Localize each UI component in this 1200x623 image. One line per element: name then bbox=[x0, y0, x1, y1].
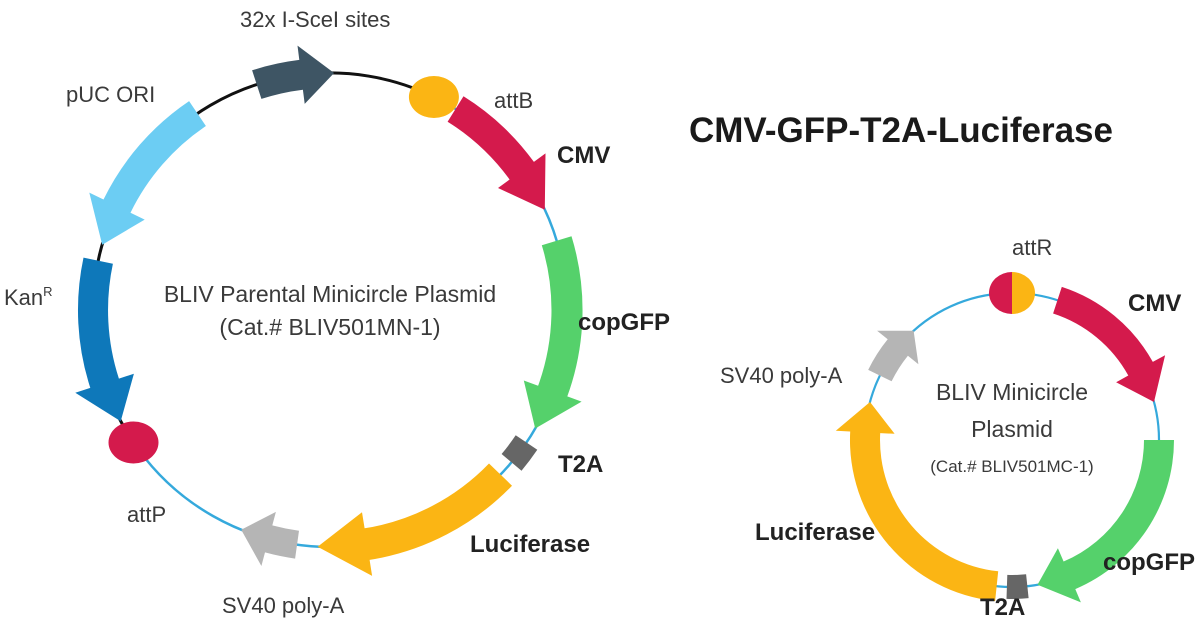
puc-ori-label: pUC ORI bbox=[66, 82, 155, 107]
puc-ori-arrow bbox=[89, 101, 206, 245]
minicircle-copgfp-arrow bbox=[1037, 440, 1174, 603]
parental-copgfp-arrow bbox=[523, 236, 583, 429]
attb-label: attB bbox=[494, 88, 533, 113]
parental-luciferase-arrow bbox=[317, 463, 512, 576]
minicircle-luciferase-label: Luciferase bbox=[755, 519, 875, 546]
minicircle-t2a-block bbox=[1006, 574, 1029, 599]
attr-site bbox=[989, 272, 1035, 314]
i-scei-label: 32x I-SceI sites bbox=[240, 7, 390, 32]
minicircle-t2a-label: T2A bbox=[980, 594, 1025, 621]
kan-label: KanR bbox=[4, 284, 53, 310]
minicircle-sv40-arrow bbox=[868, 330, 919, 382]
parental-sv40-arrow bbox=[241, 511, 299, 566]
minicircle-cmv-label: CMV bbox=[1128, 290, 1181, 317]
attr-left-half bbox=[989, 272, 1012, 314]
attb-site bbox=[408, 76, 459, 118]
parental-t2a-label: T2A bbox=[558, 451, 603, 478]
minicircle-copgfp-label: copGFP bbox=[1103, 549, 1195, 576]
minicircle-sv40-label: SV40 poly-A bbox=[720, 363, 843, 388]
minicircle-plasmid-map: attR CMV copGFP T2A Luciferase SV40 poly… bbox=[720, 235, 1195, 621]
minicircle-luciferase-arrow bbox=[835, 402, 999, 602]
minicircle-cmv-arrow bbox=[1053, 286, 1166, 402]
minicircle-catalog: (Cat.# BLIV501MC-1) bbox=[930, 457, 1093, 476]
parental-t2a-block bbox=[501, 435, 538, 471]
parental-cmv-label: CMV bbox=[557, 142, 610, 169]
parental-plasmid-name: BLIV Parental Minicircle Plasmid bbox=[164, 281, 496, 307]
parental-backbone-line bbox=[91, 71, 443, 451]
attp-label: attP bbox=[127, 502, 166, 527]
parental-cmv-arrow bbox=[447, 96, 546, 210]
parental-sv40-label: SV40 poly-A bbox=[222, 593, 345, 618]
minicircle-name-line1: BLIV Minicircle bbox=[936, 379, 1088, 405]
parental-plasmid-map: 32x I-SceI sites pUC ORI KanR attB attP … bbox=[4, 7, 670, 618]
minicircle-name-line2: Plasmid bbox=[971, 416, 1053, 442]
attr-label: attR bbox=[1012, 235, 1052, 260]
construct-title: CMV-GFP-T2A-Luciferase bbox=[689, 111, 1113, 150]
attp-site bbox=[108, 421, 159, 464]
kan-resistance-arrow bbox=[75, 257, 134, 422]
parental-luciferase-label: Luciferase bbox=[470, 531, 590, 558]
i-scei-sites-arrow bbox=[252, 45, 335, 104]
parental-copgfp-label: copGFP bbox=[578, 309, 670, 336]
attr-right-half bbox=[1012, 272, 1035, 314]
parental-plasmid-catalog: (Cat.# BLIV501MN-1) bbox=[219, 314, 440, 340]
